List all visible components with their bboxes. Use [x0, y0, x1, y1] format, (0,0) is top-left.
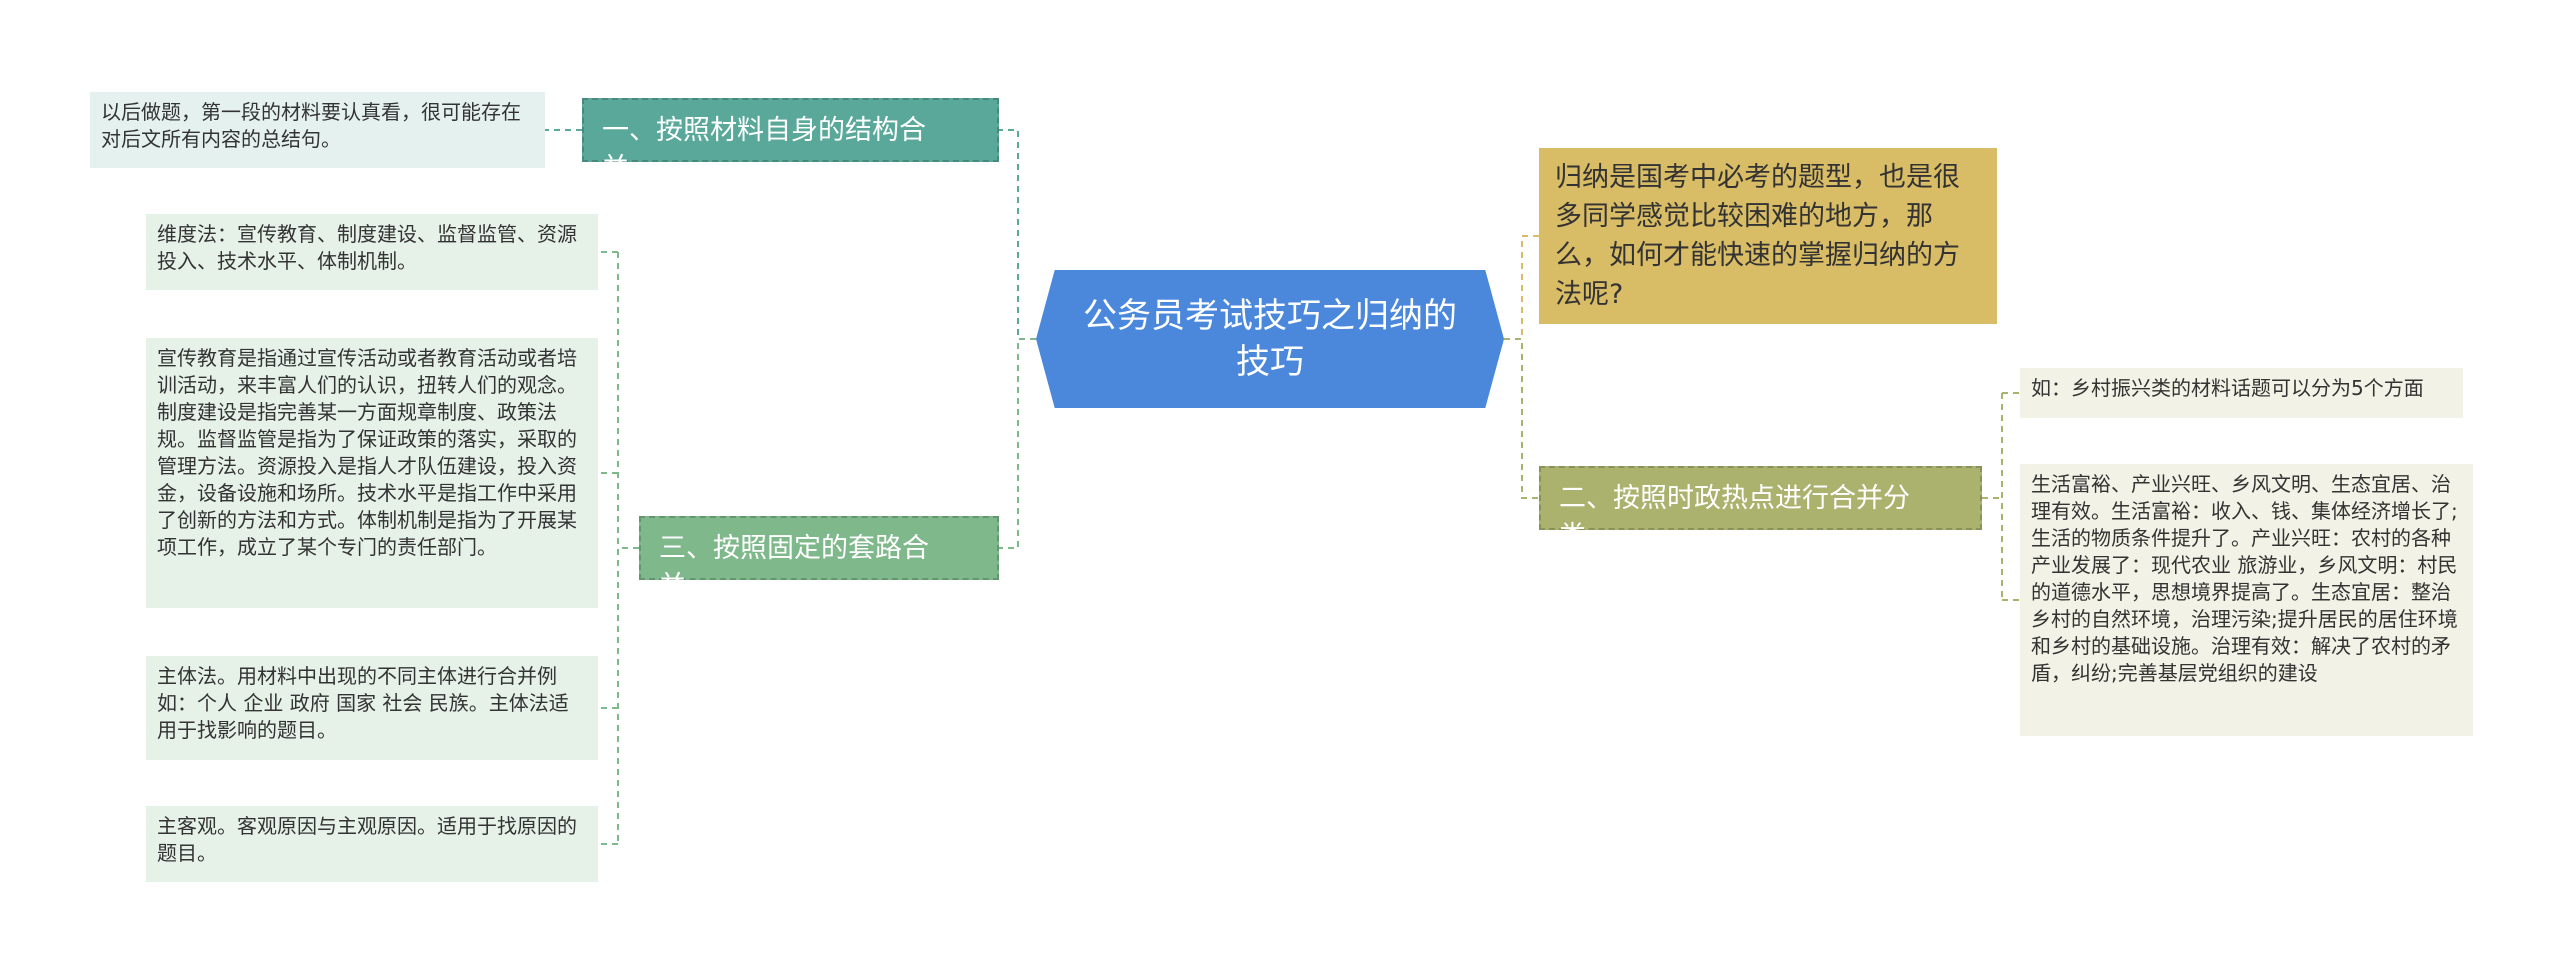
note-text: 生活富裕、产业兴旺、乡风文明、生态宜居、治理有效。生活富裕：收入、钱、集体经济增…	[2031, 472, 2458, 685]
link-center-branch2	[1504, 338, 1539, 499]
branch-2-label: 二、按照时政热点进行合并分类。	[1559, 483, 1910, 552]
branch-1-topic[interactable]: 一、按照材料自身的结构合并。	[582, 98, 999, 184]
link-branch2-notes	[1982, 392, 2020, 601]
branch-3-note-subject-method[interactable]: 主体法。用材料中出现的不同主体进行合并例如：个人 企业 政府 国家 社会 民族。…	[146, 656, 598, 760]
branch-1-label: 一、按照材料自身的结构合并。	[602, 115, 926, 184]
branch-3-label: 三、按照固定的套路合并。	[659, 533, 929, 602]
link-center-branch3	[999, 338, 1036, 549]
link-center-intro	[1504, 235, 1539, 340]
branch-3-note-subjective-objective[interactable]: 主客观。客观原因与主观原因。适用于找原因的题目。	[146, 806, 598, 882]
branch-1-note[interactable]: 以后做题，第一段的材料要认真看，很可能存在对后文所有内容的总结句。	[90, 92, 545, 168]
branch-3-note-dimension-method[interactable]: 维度法：宣传教育、制度建设、监督监管、资源投入、技术水平、体制机制。	[146, 214, 598, 290]
note-text: 主客观。客观原因与主观原因。适用于找原因的题目。	[157, 814, 577, 865]
note-text: 维度法：宣传教育、制度建设、监督监管、资源投入、技术水平、体制机制。	[157, 222, 577, 273]
central-topic[interactable]: 公务员考试技巧之归纳的技巧	[1036, 270, 1504, 408]
branch-3-topic[interactable]: 三、按照固定的套路合并。	[639, 516, 999, 602]
link-branch3-notes	[598, 251, 639, 845]
note-text: 如：乡村振兴类的材料话题可以分为5个方面	[2031, 376, 2424, 400]
note-text: 主体法。用材料中出现的不同主体进行合并例如：个人 企业 政府 国家 社会 民族。…	[157, 664, 569, 742]
branch-2-note-rural-revitalization[interactable]: 生活富裕、产业兴旺、乡风文明、生态宜居、治理有效。生活富裕：收入、钱、集体经济增…	[2020, 464, 2473, 736]
branch-2-topic[interactable]: 二、按照时政热点进行合并分类。	[1539, 466, 1982, 552]
branch-2-note-example[interactable]: 如：乡村振兴类的材料话题可以分为5个方面	[2020, 368, 2463, 418]
link-center-branch1	[999, 129, 1036, 340]
branch-1-note-text: 以后做题，第一段的材料要认真看，很可能存在对后文所有内容的总结句。	[101, 100, 521, 151]
intro-topic[interactable]: 归纳是国考中必考的题型，也是很多同学感觉比较困难的地方，那么，如何才能快速的掌握…	[1539, 148, 1997, 324]
central-topic-label: 公务员考试技巧之归纳的技巧	[1083, 296, 1457, 382]
intro-topic-label: 归纳是国考中必考的题型，也是很多同学感觉比较困难的地方，那么，如何才能快速的掌握…	[1555, 162, 1960, 310]
branch-3-note-dimension-detail[interactable]: 宣传教育是指通过宣传活动或者教育活动或者培训活动，来丰富人们的认识，扭转人们的观…	[146, 338, 598, 608]
note-text: 宣传教育是指通过宣传活动或者教育活动或者培训活动，来丰富人们的认识，扭转人们的观…	[157, 346, 577, 559]
